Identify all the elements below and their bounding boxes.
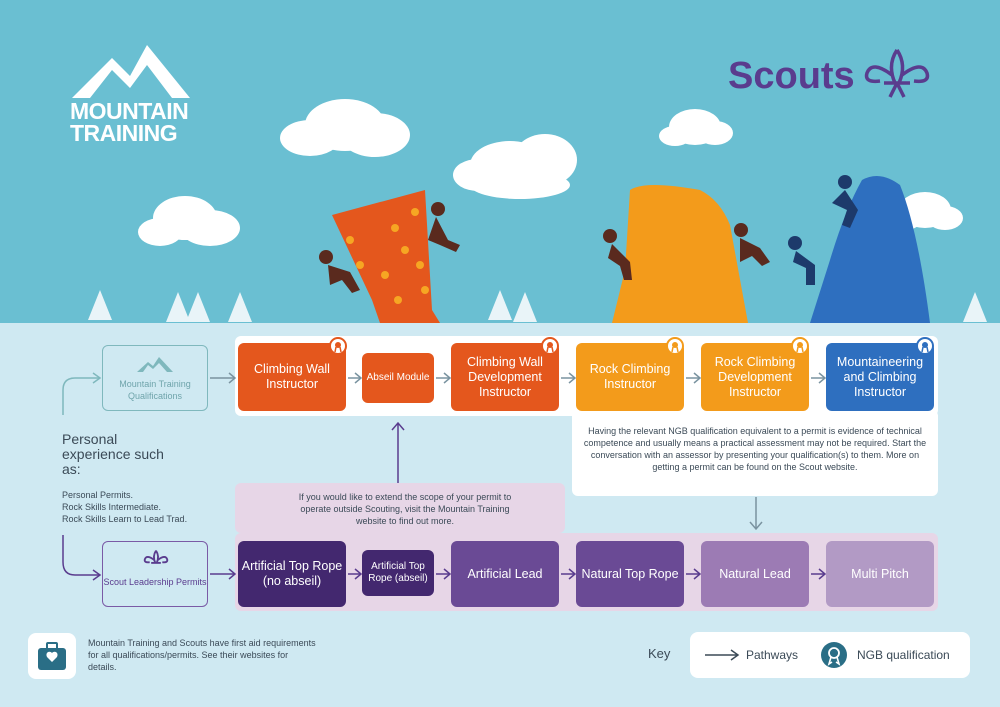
rosette-badge-icon — [916, 337, 934, 355]
ngb-mci: Mountaineering and Climbing Instructor — [826, 343, 934, 411]
permit-artificial-lead: Artificial Lead — [451, 541, 559, 607]
permit-art-top-rope-abseil: Artificial Top Rope (abseil) — [362, 550, 434, 596]
cloud-icon — [659, 109, 733, 146]
climbing-wall — [332, 190, 440, 323]
mt-source-label: Mountain Training Qualifications — [119, 379, 191, 401]
rosette-badge-icon — [821, 642, 847, 668]
permit-multi-pitch: Multi Pitch — [826, 541, 934, 607]
pathway-arrow-icon — [705, 649, 740, 661]
personal-list: Personal Permits. Rock Skills Intermedia… — [62, 489, 187, 525]
rosette-badge-icon — [666, 337, 684, 355]
climber-icon — [788, 175, 858, 285]
ngb-note: Having the relevant NGB qualification eq… — [583, 426, 927, 472]
personal-item: Rock Skills Intermediate. — [62, 502, 162, 512]
cloud-icon — [280, 99, 410, 157]
pathway-arrows — [210, 372, 827, 580]
scope-note: If you would like to extend the scope of… — [298, 492, 512, 526]
rosette-badge-icon — [541, 337, 559, 355]
rosette-badge-icon — [791, 337, 809, 355]
scene-illustration — [88, 99, 987, 323]
climber-icon — [319, 202, 770, 293]
logo-line1: MOUNTAIN — [70, 98, 189, 124]
rock-formation — [612, 185, 748, 323]
permit-natural-lead: Natural Lead — [701, 541, 809, 607]
scout-permits-source: Scout Leadership Permits — [102, 541, 208, 607]
ngb-rci: Rock Climbing Instructor — [576, 343, 684, 411]
mountain-logo-icon — [137, 357, 173, 372]
fleur-de-lis-icon — [143, 550, 169, 564]
key-ngb: NGB qualification — [857, 648, 950, 662]
ngb-cwdi: Climbing Wall Development Instructor — [451, 343, 559, 411]
personal-heading: Personal experience such as: — [62, 431, 164, 477]
ngb-abseil-module: Abseil Module — [362, 353, 434, 403]
scout-source-label: Scout Leadership Permits — [103, 577, 207, 587]
ngb-note-panel — [572, 410, 938, 496]
first-aid-note: Mountain Training and Scouts have first … — [88, 638, 316, 672]
ngb-rcdi: Rock Climbing Development Instructor — [701, 343, 809, 411]
personal-item: Personal Permits. — [62, 490, 134, 500]
cloud-icon — [453, 134, 577, 199]
key-pathways: Pathways — [746, 648, 799, 662]
permit-natural-top-rope: Natural Top Rope — [576, 541, 684, 607]
scouts-logo-text: Scouts — [728, 55, 855, 97]
mountain-formation — [810, 176, 930, 323]
first-aid-kit-icon — [38, 642, 66, 670]
rosette-badge-icon — [329, 337, 347, 355]
key-title: Key — [648, 646, 671, 661]
mt-qualifications-source: Mountain Training Qualifications — [102, 345, 208, 411]
ngb-climbing-wall-instructor: Climbing Wall Instructor — [238, 343, 346, 411]
permit-art-top-rope-no-abseil: Artificial Top Rope (no abseil) — [238, 541, 346, 607]
mountain-training-logo: MOUNTAIN TRAINING — [70, 98, 189, 146]
mountain-logo-icon — [72, 45, 190, 98]
logo-line2: TRAINING — [70, 120, 178, 146]
left-connectors — [62, 372, 102, 581]
fleur-de-lis-icon — [864, 49, 930, 98]
cloud-icon — [138, 196, 240, 246]
personal-item: Rock Skills Learn to Lead Trad. — [62, 514, 188, 524]
scope-note-panel — [235, 483, 565, 533]
